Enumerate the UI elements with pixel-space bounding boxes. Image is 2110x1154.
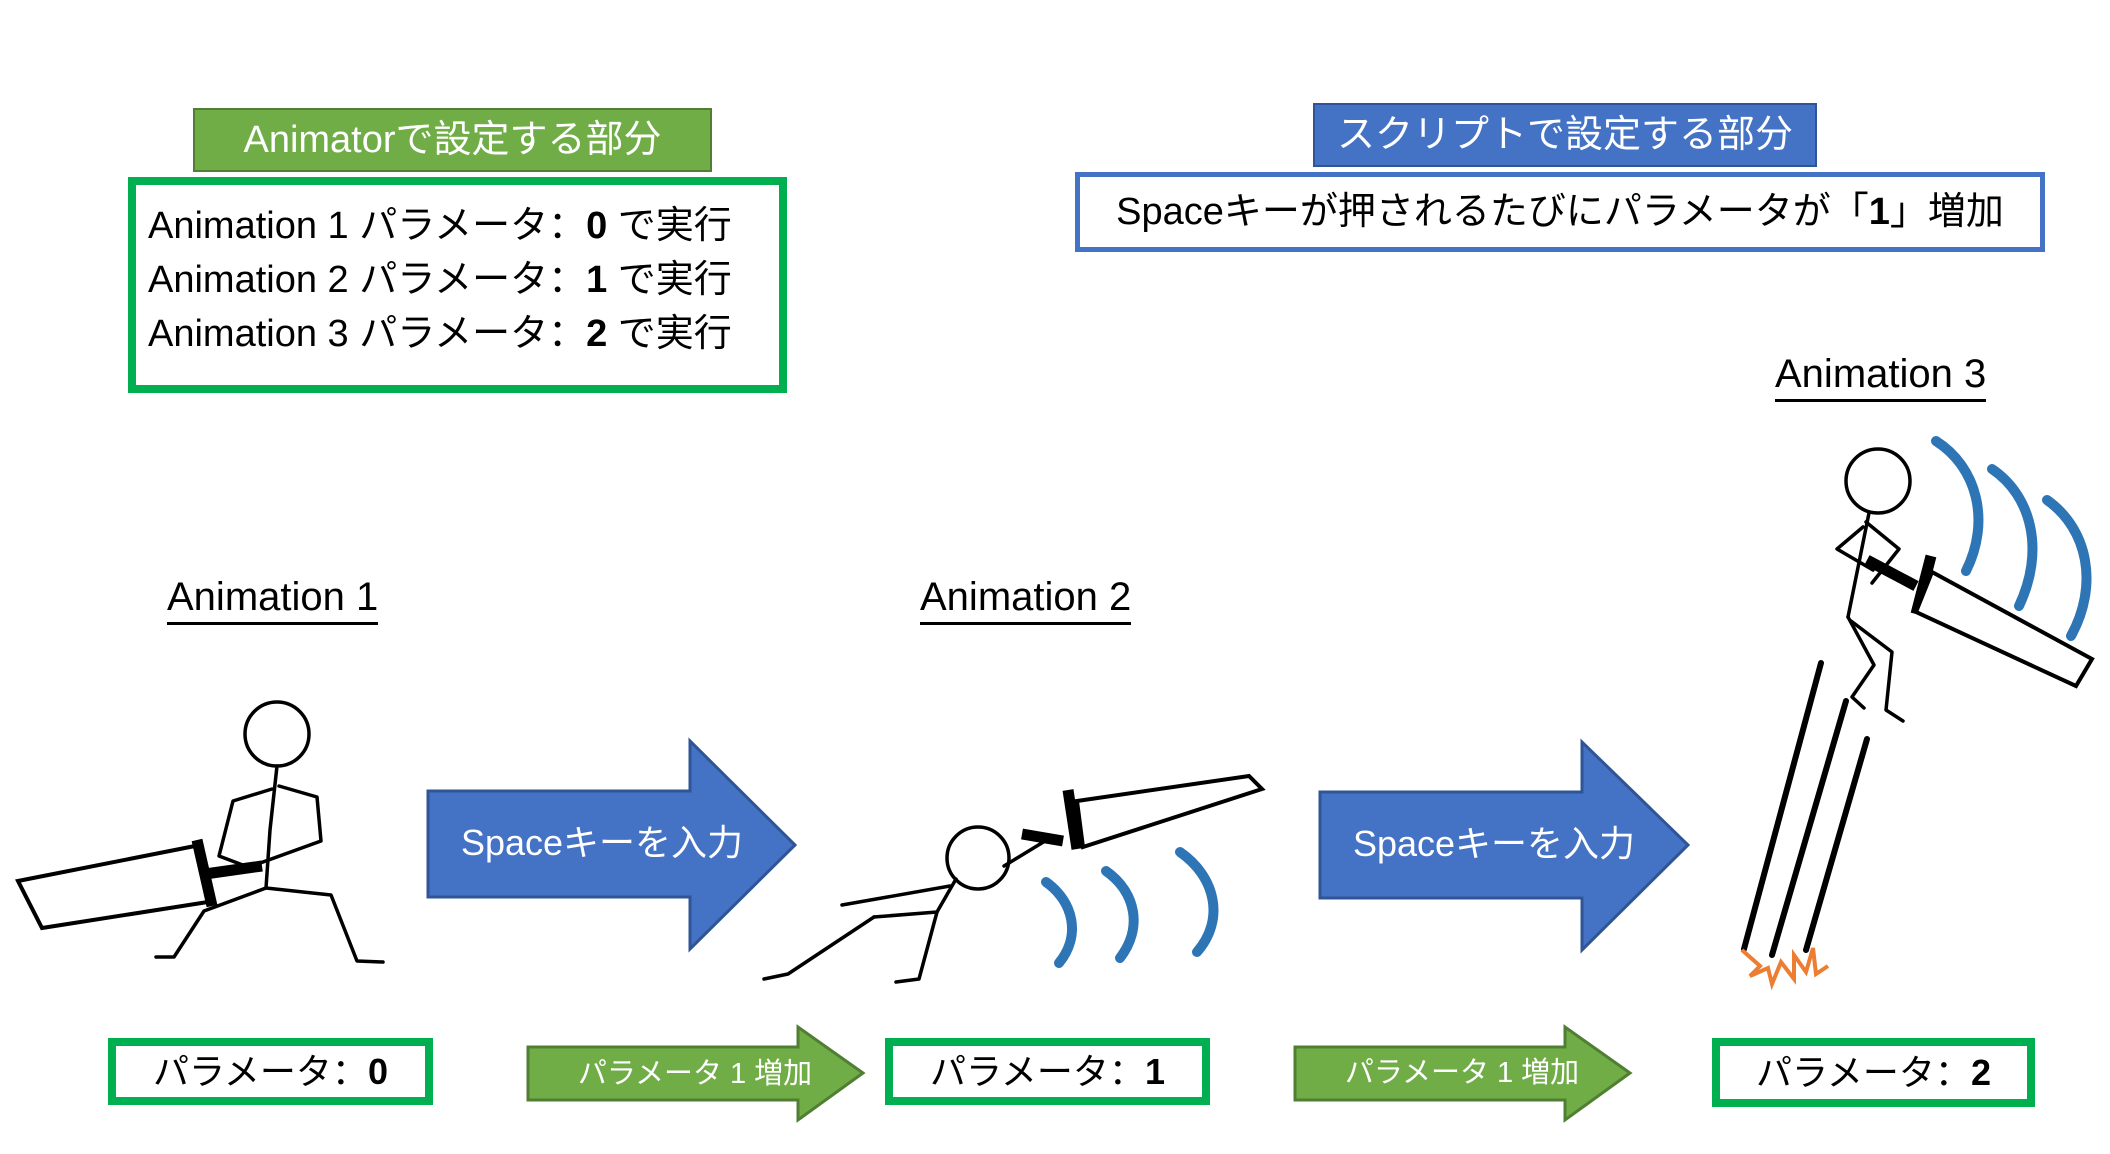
animation-1-label: Animation 1 bbox=[167, 575, 379, 625]
figure3-head bbox=[1844, 447, 1912, 515]
parameter-box-2-label: パラメータ： bbox=[1756, 1052, 1971, 1093]
figure1-left-arm bbox=[217, 787, 274, 869]
animator-rule-1: Animation 1 パラメータ：0 で実行 bbox=[148, 199, 769, 253]
script-rule-box: Spaceキーが押されるたびにパラメータが「1」増加 bbox=[1075, 172, 2045, 252]
rule-3-prefix: Animation 3 パラメータ： bbox=[148, 313, 587, 355]
sword-grip-2 bbox=[1021, 828, 1064, 847]
impact-burst-icon bbox=[1740, 947, 1830, 991]
rule-1-suffix: で実行 bbox=[607, 205, 732, 247]
rule-1-prefix: Animation 1 パラメータ： bbox=[148, 205, 587, 247]
rule-2-value: 1 bbox=[586, 259, 608, 301]
figure2-front-leg bbox=[894, 910, 939, 984]
swing-arcs-2 bbox=[1041, 847, 1219, 968]
stick-figure-animation-1 bbox=[15, 700, 385, 964]
sword-blade-1 bbox=[15, 843, 211, 931]
animator-section-header: Animatorで設定する部分 bbox=[193, 108, 712, 172]
sword-grip-3 bbox=[1864, 555, 1919, 591]
speed-line bbox=[1741, 660, 1824, 952]
stick-figure-animation-2 bbox=[762, 773, 1266, 984]
animation-2-label: Animation 2 bbox=[920, 575, 1132, 625]
speed-line bbox=[1803, 736, 1870, 953]
speed-line bbox=[1769, 698, 1849, 958]
script-rule-suffix: 」増加 bbox=[1889, 191, 2004, 233]
parameter-box-0: パラメータ：0 bbox=[108, 1038, 433, 1105]
increment-arrow-2-label: パラメータ 1 増加 bbox=[1344, 1057, 1580, 1089]
rule-3-value: 2 bbox=[586, 313, 608, 355]
parameter-box-2: パラメータ：2 bbox=[1712, 1038, 2035, 1107]
space-key-arrow-2-label: Spaceキーを入力 bbox=[1352, 823, 1636, 864]
rule-2-suffix: で実行 bbox=[607, 259, 732, 301]
parameter-box-1-label: パラメータ： bbox=[930, 1051, 1145, 1092]
sword-blade-2 bbox=[1074, 773, 1266, 850]
script-section-header: スクリプトで設定する部分 bbox=[1313, 103, 1817, 167]
sword-blade-3 bbox=[1913, 569, 2095, 689]
increment-arrow-1-shape bbox=[526, 1024, 866, 1123]
figure1-right-arm bbox=[250, 784, 323, 868]
rule-1-value: 0 bbox=[586, 205, 608, 247]
figure2-head bbox=[945, 825, 1011, 891]
figure1-torso bbox=[264, 764, 279, 890]
parameter-box-0-value: 0 bbox=[367, 1051, 388, 1092]
sword-guard-2 bbox=[1062, 789, 1083, 850]
space-key-arrow-1-label: Spaceキーを入力 bbox=[460, 822, 744, 863]
increment-arrow-2-shape bbox=[1293, 1024, 1633, 1123]
swing-arc bbox=[1101, 866, 1139, 963]
rule-2-prefix: Animation 2 パラメータ： bbox=[148, 259, 587, 301]
space-key-arrow-1-shape bbox=[426, 737, 798, 953]
space-key-arrow-2-shape bbox=[1318, 738, 1691, 954]
parameter-box-1: パラメータ：1 bbox=[885, 1038, 1210, 1105]
swing-arcs-3 bbox=[1931, 436, 2092, 641]
swing-arc bbox=[1041, 877, 1077, 968]
figure3-right-leg bbox=[1849, 619, 1905, 723]
parameter-box-0-label: パラメータ： bbox=[153, 1051, 368, 1092]
parameter-box-2-value: 2 bbox=[1970, 1052, 1991, 1093]
swing-arc bbox=[1175, 847, 1219, 957]
animator-rule-2: Animation 2 パラメータ：1 で実行 bbox=[148, 253, 769, 307]
figure1-left-leg bbox=[154, 886, 268, 959]
speed-lines-3 bbox=[1741, 660, 1870, 958]
stick-figure-animation-3 bbox=[1740, 436, 2095, 991]
swing-arc bbox=[1931, 436, 1984, 576]
figure3-torso bbox=[1846, 511, 1871, 619]
swing-arc bbox=[1987, 464, 2038, 611]
animator-rule-3: Animation 3 パラメータ：2 で実行 bbox=[148, 307, 769, 361]
figure2-back-arm bbox=[840, 884, 952, 907]
sword-guard-1 bbox=[191, 838, 218, 908]
figure3-left-leg bbox=[1846, 615, 1876, 710]
animator-rules-box: Animation 1 パラメータ：0 で実行 Animation 2 パラメー… bbox=[128, 177, 787, 393]
rule-3-suffix: で実行 bbox=[607, 313, 732, 355]
figure1-head bbox=[243, 700, 311, 768]
script-rule-prefix: Spaceキーが押されるたびにパラメータが「 bbox=[1116, 191, 1869, 233]
figure1-right-leg bbox=[264, 886, 385, 964]
parameter-box-1-value: 1 bbox=[1144, 1051, 1165, 1092]
figure3-left-arm bbox=[1835, 525, 1875, 572]
animation-3-label: Animation 3 bbox=[1775, 352, 1987, 402]
script-rule-value: 1 bbox=[1868, 191, 1890, 233]
increment-arrow-1-label: パラメータ 1 増加 bbox=[577, 1058, 813, 1090]
swing-arc bbox=[2042, 495, 2092, 641]
figure2-back-leg bbox=[762, 915, 876, 981]
